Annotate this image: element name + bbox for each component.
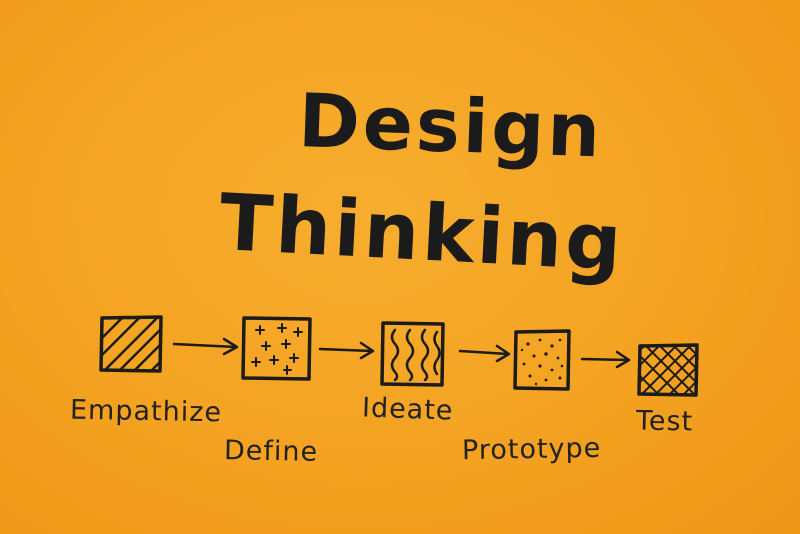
wavy-lines-icon: [380, 321, 445, 387]
crosshatch-icon: [637, 343, 699, 397]
arrow-right-icon: [458, 344, 511, 363]
arrow-right-icon: [580, 350, 631, 369]
step-label-test: Test: [635, 405, 694, 438]
dotted-square-icon: [513, 329, 571, 391]
step-label-define: Define: [223, 435, 319, 468]
step-label-empathize: Empathize: [69, 394, 223, 429]
arrow-right-icon: [318, 341, 375, 360]
diagonal-hatch-icon: [99, 315, 163, 373]
arrow-right-icon: [172, 337, 239, 356]
step-label-prototype: Prototype: [461, 432, 602, 467]
crosses-grid-icon: [241, 316, 312, 381]
step-label-ideate: Ideate: [361, 392, 454, 427]
